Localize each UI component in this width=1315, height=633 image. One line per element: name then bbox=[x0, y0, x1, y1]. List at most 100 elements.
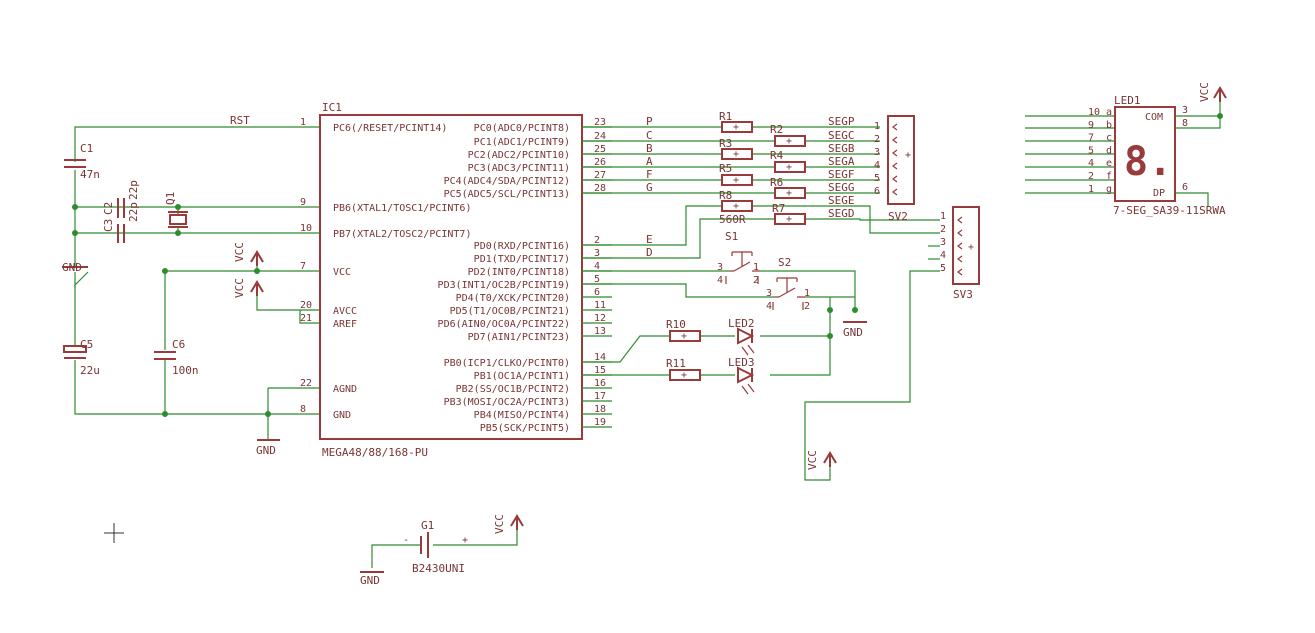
led1-pin-seg: d bbox=[1106, 145, 1112, 156]
sv2-pin-num: 4 bbox=[874, 160, 880, 171]
vcc-symbol-1: VCC bbox=[233, 242, 264, 266]
resistor-r6[interactable]: + R6 bbox=[770, 176, 806, 199]
led1-pin-num: 1 bbox=[1088, 184, 1094, 195]
svg-text:+: + bbox=[786, 162, 792, 173]
ic1-pin-num: 5 bbox=[594, 274, 600, 285]
led1-pin-num: 4 bbox=[1088, 158, 1094, 169]
ic1-pin-label: PB2(SS/OC1B/PCINT2) bbox=[456, 384, 570, 395]
segment-net-letter: P bbox=[646, 115, 653, 128]
ic1-pin-label: VCC bbox=[333, 267, 351, 278]
segment-net-letter: G bbox=[646, 181, 653, 194]
switch-s2[interactable]: S2 3 4 1 2 bbox=[766, 256, 810, 312]
capacitor-c5[interactable]: C5 22u bbox=[63, 338, 100, 377]
svg-text:3: 3 bbox=[717, 262, 723, 273]
svg-text:4: 4 bbox=[717, 275, 723, 286]
segment-net-letter: D bbox=[646, 246, 653, 259]
capacitor-c6[interactable]: C6 100n bbox=[154, 338, 199, 377]
seg-net-label: SEGC bbox=[828, 129, 855, 142]
ic1-pin-label: PD1(TXD/PCINT17) bbox=[474, 254, 570, 265]
led-led2[interactable]: LED2 bbox=[728, 317, 755, 356]
ic1-right-pins: 23PC0(ADC0/PCINT8)24PC1(ADC1/PCINT9)25PC… bbox=[438, 117, 612, 434]
ic1-pin-label: PB0(ICP1/CLKO/PCINT0) bbox=[444, 358, 570, 369]
sv2-name: SV2 bbox=[888, 210, 908, 223]
ic1-pin-label: PD5(T1/OC0B/PCINT21) bbox=[450, 306, 570, 317]
resistor-r5[interactable]: + R5 bbox=[719, 162, 753, 186]
sv3-pin-num: 1 bbox=[940, 211, 946, 222]
ic1-pin-num: 1 bbox=[300, 117, 306, 128]
ic1-pin-label: PC4(ADC4/SDA/PCINT12) bbox=[444, 176, 570, 187]
r8-name: R8 bbox=[719, 189, 732, 202]
capacitor-c3[interactable]: C3 22p bbox=[102, 202, 140, 243]
led1-pin-seg: e bbox=[1106, 158, 1112, 169]
ic1-pin-num: 4 bbox=[594, 261, 600, 272]
battery-g1[interactable]: G1 B2430UNI - + bbox=[403, 519, 468, 575]
r4-name: R4 bbox=[770, 149, 784, 162]
crosshair-cursor-icon bbox=[104, 523, 124, 543]
ic1-pin-label: PD2(INT0/PCINT18) bbox=[468, 267, 570, 278]
svg-text:+: + bbox=[733, 149, 739, 160]
ic1-pin-num: 19 bbox=[594, 417, 606, 428]
ic1-pin-num: 23 bbox=[594, 117, 606, 128]
seg-net-label: SEGG bbox=[828, 181, 855, 194]
c3-name: C3 bbox=[102, 219, 115, 232]
resistor-r3[interactable]: + R3 bbox=[719, 137, 753, 160]
svg-text:+: + bbox=[681, 331, 687, 342]
s1-name: S1 bbox=[725, 230, 738, 243]
segment-net-letter: E bbox=[646, 233, 653, 246]
led-led3[interactable]: LED3 bbox=[728, 356, 755, 395]
seg-net-label: SEGE bbox=[828, 194, 855, 207]
seg-net-label: SEGA bbox=[828, 155, 855, 168]
vcc-symbol-2: VCC bbox=[233, 278, 264, 298]
vcc-symbol-3: VCC bbox=[806, 450, 837, 470]
seg-net-label: SEGP bbox=[828, 115, 855, 128]
gnd-symbol-3: GND bbox=[843, 321, 867, 339]
resistor-r4[interactable]: + R4 bbox=[770, 149, 806, 173]
ic1[interactable]: IC1 MEGA48/88/168-PU RST 1PC6(/RESET/PCI… bbox=[230, 101, 612, 459]
seg-net-label: SEGF bbox=[828, 168, 855, 181]
vcc-label-5: VCC bbox=[1198, 82, 1211, 102]
sv3-pin-num: 4 bbox=[940, 250, 946, 261]
resistor-r11[interactable]: + R11 bbox=[666, 357, 701, 381]
q1-name: Q1 bbox=[164, 192, 177, 205]
resistor-r2[interactable]: + R2 bbox=[770, 123, 806, 147]
resistor-r8[interactable]: + R8 560R bbox=[719, 189, 753, 226]
sv2-pin-num: 1 bbox=[874, 121, 880, 132]
resistor-r1[interactable]: + R1 bbox=[719, 110, 753, 133]
ic1-pin-num: 24 bbox=[594, 131, 606, 142]
svg-text:+: + bbox=[733, 175, 739, 186]
resistor-r7[interactable]: + R7 bbox=[772, 202, 806, 225]
capacitor-c1[interactable]: C1 47n bbox=[64, 142, 100, 181]
vcc-label-4: VCC bbox=[493, 514, 506, 534]
ic1-pin-label: PB1(OC1A/PCINT1) bbox=[474, 371, 570, 382]
gnd-symbol-1: GND bbox=[62, 261, 88, 274]
c1-value: 47n bbox=[80, 168, 100, 181]
led1-pin-num: 2 bbox=[1088, 171, 1094, 182]
switch-s1[interactable]: S1 3 4 1 2 bbox=[717, 230, 760, 286]
sv2-pin-num: 5 bbox=[874, 173, 880, 184]
capacitor-c2[interactable]: C2 22p bbox=[102, 180, 140, 218]
svg-text:2: 2 bbox=[804, 301, 810, 312]
ic1-body bbox=[319, 114, 583, 440]
led1-dp: DP bbox=[1153, 188, 1165, 199]
ic1-pin-num: 10 bbox=[300, 223, 312, 234]
g1-value: B2430UNI bbox=[412, 562, 465, 575]
ic1-pin-label: PB7(XTAL2/TOSC2/PCINT7) bbox=[333, 229, 471, 240]
led1-pin-seg: f bbox=[1106, 171, 1112, 182]
ic1-value: MEGA48/88/168-PU bbox=[322, 446, 428, 459]
resistor-r10[interactable]: + R10 bbox=[666, 318, 701, 342]
svg-text:8: 8 bbox=[1182, 118, 1188, 129]
led1-value: 7-SEG_SA39-11SRWA bbox=[1113, 204, 1226, 217]
ic1-pin-num: 20 bbox=[300, 300, 312, 311]
sv2-pin-num: 3 bbox=[874, 147, 880, 158]
crystal-q1[interactable]: Q1 bbox=[164, 192, 188, 228]
led2-name: LED2 bbox=[728, 317, 755, 330]
ic1-pin-label: GND bbox=[333, 410, 351, 421]
gnd-symbol-4: GND bbox=[360, 571, 384, 587]
ic1-pin-label: PC1(ADC1/PCINT9) bbox=[474, 137, 570, 148]
ic1-pin-num: 26 bbox=[594, 157, 606, 168]
